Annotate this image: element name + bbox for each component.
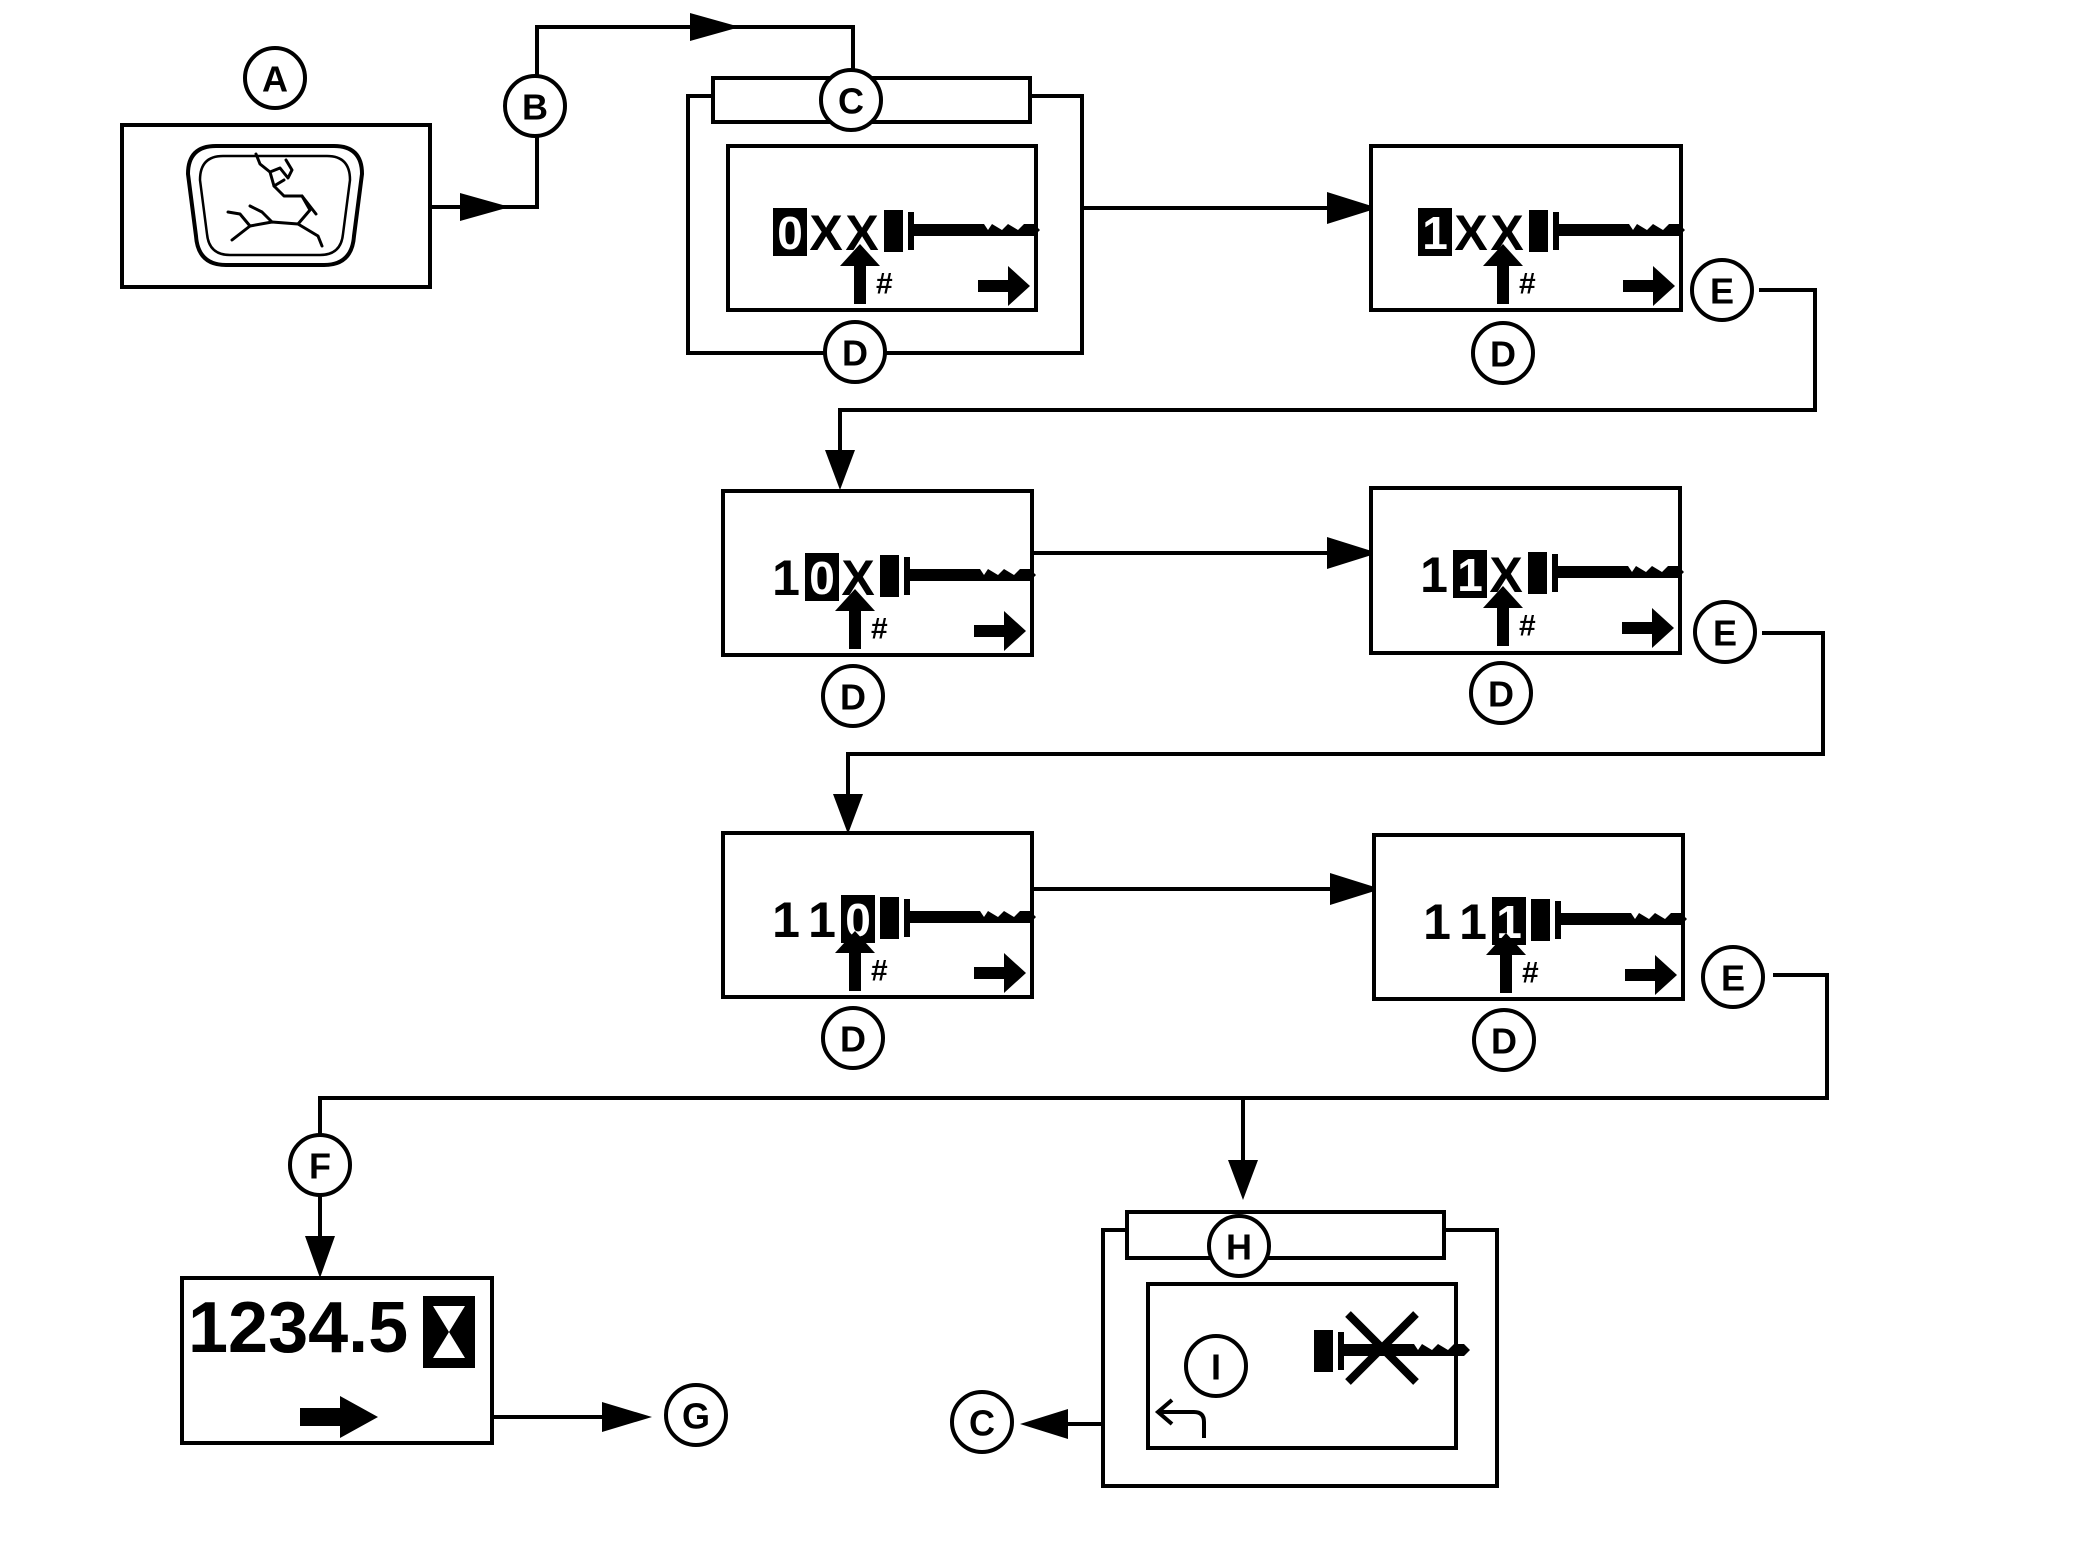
back-arrow-icon [1154,1398,1206,1438]
startup-logo-screen [120,123,432,289]
svg-text:D: D [1488,674,1514,715]
arrowhead-to-c [1020,1409,1068,1439]
callout-f: F [288,1133,352,1197]
callout-c: C [819,68,883,132]
digit-cursor [805,553,839,601]
flow-line-e2-loop [846,631,1825,800]
arrowhead-to-s5 [833,794,863,834]
hour-meter-value: 1234.5 [188,1288,408,1368]
arrowhead-s3-s4 [1327,537,1378,569]
hourglass-icon [423,1296,475,1368]
svg-text:H: H [1226,1227,1252,1268]
callout-d: D [821,1006,885,1070]
digit-cursor [1453,550,1487,598]
svg-text:D: D [842,333,868,374]
increment-symbol: # [1522,957,1539,990]
flow-line-e3-loop [318,973,1829,1140]
arrowhead-top [690,13,740,41]
arrowhead-s5-s6 [1330,873,1381,905]
code-digit: X [1454,205,1487,261]
svg-text:I: I [1211,1347,1221,1388]
callout-c: C [950,1390,1014,1454]
right-arrow-icon [300,1396,378,1438]
code-digit: 1 [772,550,800,606]
deer-logo-icon [226,152,324,248]
svg-text:D: D [840,677,866,718]
svg-text:B: B [522,87,548,128]
increment-symbol: # [871,955,888,988]
code-digit: 1 [1422,207,1448,259]
callout-d: D [1471,321,1535,385]
code-digit: 0 [809,552,835,604]
svg-text:C: C [969,1403,995,1444]
increment-symbol: # [1519,268,1536,301]
code-digit: 1 [808,892,836,948]
arrowhead-to-g [602,1402,652,1432]
code-digit: 1 [1423,894,1451,950]
callout-b: B [503,74,567,138]
arrowhead-a-to-b [460,193,510,221]
deer-logo-badge [185,144,365,267]
callout-e: E [1701,945,1765,1009]
code-digit: X [809,205,842,261]
callout-e: E [1693,600,1757,664]
flow-line-e1-loop [838,288,1817,455]
callout-d: D [821,664,885,728]
digit-cursor [1418,208,1452,256]
svg-text:E: E [1713,613,1737,654]
code-digit: 1 [772,892,800,948]
arrowhead-to-h [1228,1160,1258,1200]
svg-text:G: G [682,1396,710,1437]
code-digit: 1 [1457,549,1483,601]
arrowhead-to-s3 [825,450,855,490]
code-digit: 1 [1459,894,1487,950]
arrowheads [305,13,1381,1439]
svg-text:E: E [1721,958,1745,999]
arrowhead-s1-s2 [1327,192,1378,224]
increment-symbol: # [871,613,888,646]
callout-h: H [1207,1214,1271,1278]
svg-text:D: D [1490,334,1516,375]
callout-i: I [1184,1334,1248,1398]
code-digit: 0 [777,207,803,259]
callout-d: D [1469,661,1533,725]
svg-text:D: D [840,1019,866,1060]
callout-e: E [1690,258,1754,322]
svg-text:D: D [1491,1021,1517,1062]
arrowhead-to-meter [305,1236,335,1278]
callouts: A B C D D E D D E D D E F G H I C [243,46,1765,1454]
callout-a: A [243,46,307,110]
callout-d: D [1472,1008,1536,1072]
code-digit: 1 [1420,547,1448,603]
svg-text:F: F [309,1146,331,1187]
increment-symbol: # [1519,610,1536,643]
hour-meter-screen: 1234.5 [180,1276,494,1445]
svg-text:A: A [262,59,288,100]
svg-text:E: E [1710,271,1734,312]
increment-symbol: # [876,268,893,301]
callout-g: G [664,1383,728,1447]
digit-cursor [773,208,807,256]
callout-d: D [823,320,887,384]
svg-text:C: C [838,81,864,122]
